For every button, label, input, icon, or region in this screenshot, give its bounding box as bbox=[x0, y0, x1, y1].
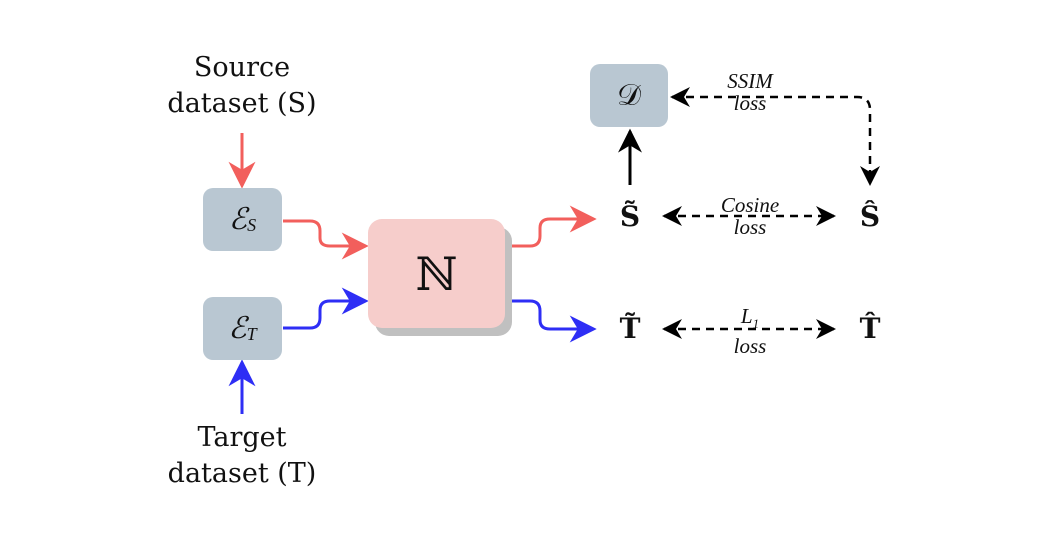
arrow-network-to-s-tilde bbox=[507, 205, 597, 248]
encoder-source-subscript: S bbox=[247, 215, 257, 235]
cosine-label-line1: Cosine bbox=[720, 193, 780, 217]
arrow-network-to-t-tilde bbox=[507, 299, 597, 343]
encoder-target-subscript: T bbox=[246, 324, 257, 344]
cosine-label-line2: loss bbox=[733, 215, 767, 239]
cosine-loss-label: Cosine loss bbox=[690, 194, 810, 238]
encoder-source-symbol: ℰ bbox=[228, 203, 248, 236]
source-label-line2: dataset (S) bbox=[167, 88, 317, 119]
discriminator-node: 𝒟 bbox=[590, 64, 668, 127]
s-hat-target: Ŝ bbox=[859, 200, 881, 233]
s-tilde-output: S̃ bbox=[619, 200, 641, 233]
target-label-line1: Target bbox=[197, 422, 287, 453]
l1-label-line1: L1 bbox=[690, 305, 810, 335]
source-label-line1: Source bbox=[193, 52, 291, 83]
ssim-loss-label: SSIM loss bbox=[690, 70, 810, 114]
l1-symbol: L bbox=[740, 304, 753, 328]
arrow-encoder-s-to-network bbox=[283, 219, 369, 260]
encoder-target-symbol: ℰ bbox=[228, 312, 247, 345]
target-label-line2: dataset (T) bbox=[167, 458, 317, 489]
l1-label-line2: loss bbox=[733, 334, 767, 359]
ssim-label-line1: SSIM bbox=[727, 69, 773, 93]
network-node: ℕ bbox=[368, 219, 505, 328]
target-dataset-label: Target dataset (T) bbox=[142, 420, 342, 492]
l1-loss-label: L1 loss bbox=[690, 305, 810, 357]
t-hat-target: T̂ bbox=[859, 312, 881, 345]
arrow-encoder-t-to-network bbox=[283, 287, 369, 330]
source-dataset-label: Source dataset (S) bbox=[142, 50, 342, 122]
ssim-label-line2: loss bbox=[733, 91, 767, 115]
ssim-loss-edge bbox=[670, 87, 880, 186]
t-tilde-output: T̃ bbox=[619, 312, 641, 345]
network-symbol: ℕ bbox=[415, 246, 458, 301]
l1-subscript: 1 bbox=[752, 316, 760, 332]
discriminator-symbol: 𝒟 bbox=[617, 78, 641, 112]
